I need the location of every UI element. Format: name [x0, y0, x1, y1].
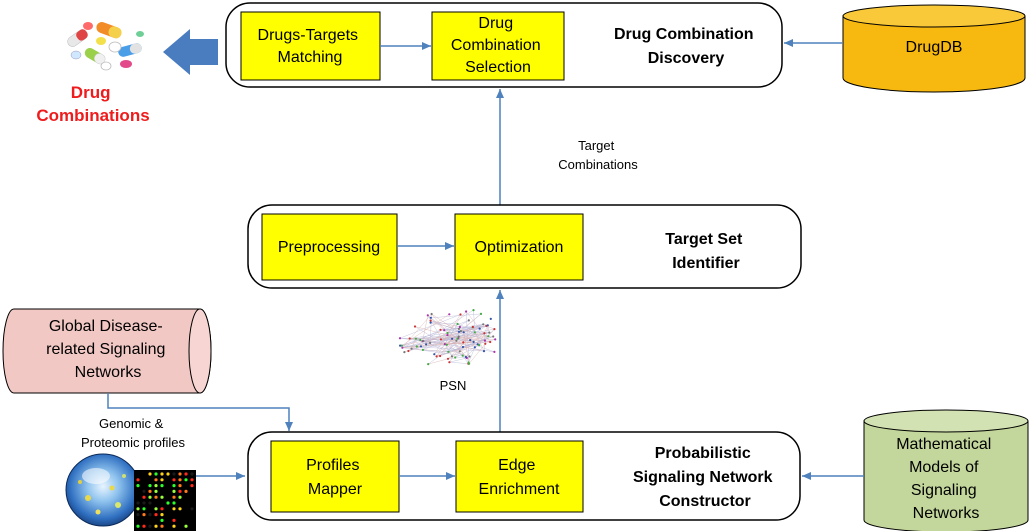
- svg-text:Edge Enrichment: Edge Enrichment: [479, 457, 560, 498]
- optimization-box: [454, 213, 584, 281]
- identifier-title-1: Target Set: [665, 231, 743, 248]
- profiles-label-1: Genomic &: [99, 416, 164, 431]
- selection-label-1: Drug: [478, 15, 513, 32]
- drug-combinations-label: Drug Combinations: [36, 83, 149, 125]
- optimization-label: Optimization: [475, 239, 564, 256]
- math-models-label-3: Signaling: [911, 482, 977, 499]
- math-models-label-1: Mathematical: [896, 436, 991, 453]
- svg-text:Profiles Mapper: Profiles Mapper: [306, 457, 364, 498]
- drugdb-label: DrugDB: [906, 39, 963, 56]
- math-models-database: Mathematical Models of Signaling Network…: [863, 409, 1029, 531]
- constructor-title-3: Constructor: [659, 493, 751, 510]
- mapper-label-1: Profiles: [306, 457, 359, 474]
- global-networks-label-2: related Signaling: [46, 341, 165, 358]
- drugdb-database: DrugDB: [842, 4, 1026, 93]
- preprocessing-box: [261, 213, 398, 281]
- global-networks-label-1: Global Disease-: [49, 318, 163, 335]
- microarray-icon: [134, 470, 196, 531]
- svg-text:Target Combinations: Target Combinations: [558, 138, 638, 172]
- target-combinations-label-1: Target: [578, 138, 615, 153]
- target-combinations-label-2: Combinations: [558, 157, 638, 172]
- global-networks-to-constructor-arrow: [107, 393, 293, 431]
- svg-text:Drug Combination Selec: Drug Combination Selection: [451, 15, 545, 76]
- svg-text:Target Set Identifier: Target Set Identifier: [665, 231, 747, 272]
- preprocessing-label: Preprocessing: [278, 239, 380, 256]
- constructor-title-2: Signaling Network: [633, 469, 773, 486]
- discovery-title-2: Discovery: [648, 50, 725, 67]
- drug-combination-selection-box: [431, 11, 565, 81]
- psn-label: PSN: [440, 378, 467, 393]
- discovery-title-1: Drug Combination: [614, 26, 754, 43]
- svg-text:Genomic & Proteomic profil: Genomic & Proteomic profiles: [81, 416, 186, 450]
- matching-label-1: Drugs-Targets: [258, 27, 358, 44]
- svg-text:Drug Combination Discovery: Drug Combination Discovery: [614, 26, 758, 67]
- petri-dish-icon: [65, 453, 141, 527]
- math-models-label-2: Models of: [909, 459, 979, 476]
- network-graph-icon: [398, 309, 497, 366]
- svg-text:Mathematical Models of: Mathematical Models of Signaling Network…: [896, 436, 996, 522]
- profiles-label-2: Proteomic profiles: [81, 435, 186, 450]
- enrichment-label-2: Enrichment: [479, 481, 560, 498]
- svg-text:Global Disease- related: Global Disease- related Signaling Networ…: [46, 318, 170, 381]
- global-networks-label-3: Networks: [75, 364, 142, 381]
- global-networks-database: Global Disease- related Signaling Networ…: [2, 308, 212, 394]
- math-models-label-4: Networks: [913, 505, 980, 522]
- enrichment-label-1: Edge: [498, 457, 535, 474]
- selection-label-2: Combination: [451, 37, 541, 54]
- svg-text:Probabilistic Signaling Ne: Probabilistic Signaling Network Construc…: [633, 445, 777, 510]
- output-arrow: [163, 29, 218, 75]
- mapper-label-2: Mapper: [308, 481, 363, 498]
- drugs-targets-matching-box: [240, 11, 381, 81]
- pills-icon: [67, 22, 144, 71]
- identifier-title-2: Identifier: [672, 255, 740, 272]
- edge-enrichment-box: [455, 440, 584, 513]
- profiles-mapper-box: [270, 440, 400, 513]
- svg-text:Drugs-Targets Matching: Drugs-Targets Matching: [258, 27, 363, 66]
- matching-label-2: Matching: [278, 49, 343, 66]
- selection-label-3: Selection: [465, 59, 531, 76]
- constructor-title-1: Probabilistic: [655, 445, 751, 462]
